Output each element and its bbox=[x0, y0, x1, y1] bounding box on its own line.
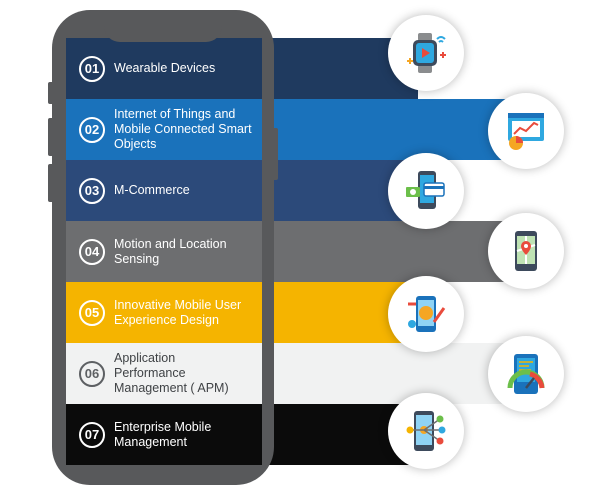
list-item: 02 Internet of Things and Mobile Connect… bbox=[66, 99, 262, 160]
mobile-payment-icon bbox=[406, 171, 445, 209]
phone-frame: 01 Wearable Devices 02 Internet of Thing… bbox=[52, 10, 274, 485]
smartwatch-icon bbox=[407, 33, 446, 73]
item-number: 05 bbox=[79, 299, 105, 326]
network-management-icon bbox=[406, 411, 446, 451]
performance-gauge-icon bbox=[507, 354, 545, 394]
icon-circle-1 bbox=[388, 15, 464, 91]
list-item: 04 Motion and Location Sensing bbox=[66, 221, 262, 282]
phone-screen: 01 Wearable Devices 02 Internet of Thing… bbox=[66, 38, 262, 465]
phone-side-button bbox=[272, 128, 278, 180]
item-label: Application Performance Management ( APM… bbox=[114, 351, 229, 395]
item-label: Innovative Mobile User Experience Design bbox=[114, 297, 242, 327]
item-label: Internet of Things and Mobile Connected … bbox=[114, 107, 252, 151]
icon-circle-4 bbox=[488, 213, 564, 289]
item-number: 06 bbox=[79, 360, 105, 387]
icon-circle-7 bbox=[388, 393, 464, 469]
design-tools-icon bbox=[408, 296, 446, 332]
phone-side-button bbox=[48, 164, 54, 202]
item-label: Motion and Location Sensing bbox=[114, 236, 227, 266]
list-item: 03 M-Commerce bbox=[66, 160, 262, 221]
band-6 bbox=[250, 343, 522, 404]
list-item: 07 Enterprise Mobile Management bbox=[66, 404, 262, 465]
icon-circle-6 bbox=[488, 336, 564, 412]
item-number: 02 bbox=[79, 116, 105, 143]
analytics-dashboard-icon bbox=[508, 113, 544, 150]
phone-side-button bbox=[48, 82, 54, 104]
icon-circle-3 bbox=[388, 153, 464, 229]
icon-circle-2 bbox=[488, 93, 564, 169]
list-item: 06 Application Performance Management ( … bbox=[66, 343, 262, 404]
item-number: 03 bbox=[79, 177, 105, 204]
item-label: Wearable Devices bbox=[114, 61, 216, 75]
phone-side-button bbox=[48, 118, 54, 156]
icon-circle-5 bbox=[388, 276, 464, 352]
item-number: 04 bbox=[79, 238, 105, 265]
item-number: 07 bbox=[79, 421, 105, 448]
list-item: 05 Innovative Mobile User Experience Des… bbox=[66, 282, 262, 343]
item-label: M-Commerce bbox=[114, 183, 190, 197]
band-4 bbox=[250, 221, 522, 282]
map-location-icon bbox=[515, 231, 537, 271]
item-label: Enterprise Mobile Management bbox=[114, 419, 212, 449]
list-item: 01 Wearable Devices bbox=[66, 38, 262, 99]
band-2 bbox=[250, 99, 522, 160]
item-number: 01 bbox=[79, 55, 105, 82]
phone-notch bbox=[104, 20, 222, 42]
